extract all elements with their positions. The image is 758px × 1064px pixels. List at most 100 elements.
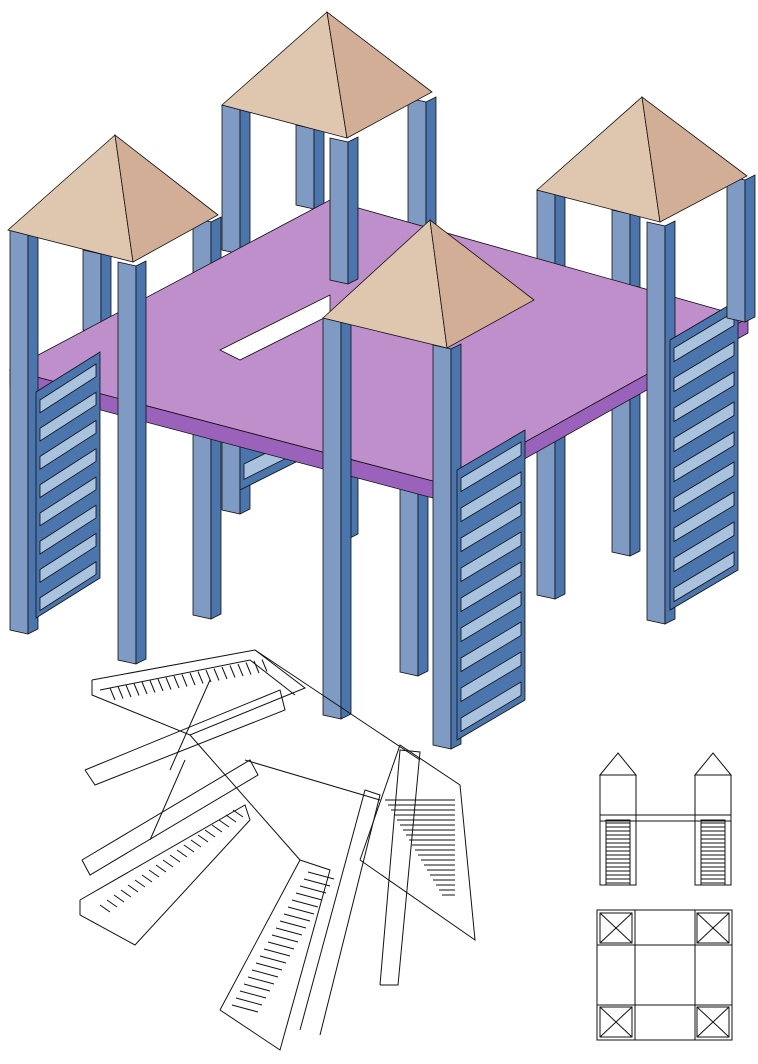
wire-step xyxy=(235,997,263,1006)
wireframe-edge xyxy=(254,649,421,761)
wire-step xyxy=(176,849,188,858)
wire-step xyxy=(173,675,180,689)
column-side xyxy=(425,96,437,240)
wireframe-edge xyxy=(149,759,186,841)
wireframe-stairs xyxy=(79,649,476,1051)
wire-step xyxy=(255,962,283,971)
column-front xyxy=(295,124,315,210)
wire-step xyxy=(299,885,327,894)
tower-footprint xyxy=(599,912,633,944)
wire-step xyxy=(225,814,237,823)
stair-tread xyxy=(39,391,97,442)
stair-tread xyxy=(460,441,522,493)
roof-right-face xyxy=(114,134,219,263)
wire-step xyxy=(113,894,125,903)
wireframe-edge xyxy=(84,689,286,786)
wire-step xyxy=(283,913,311,922)
stair-tread xyxy=(460,651,522,703)
wire-step xyxy=(165,677,172,690)
wire-step xyxy=(275,927,303,936)
column-front xyxy=(9,229,29,635)
wire-step xyxy=(303,878,331,887)
stair-tread xyxy=(39,504,97,555)
column-front xyxy=(646,221,666,625)
wire-step xyxy=(261,659,268,672)
stair-tread xyxy=(673,401,735,453)
wire-step xyxy=(189,672,196,686)
wireframe-edge xyxy=(244,759,381,801)
stair-tread xyxy=(673,491,735,543)
front-layer xyxy=(9,136,756,750)
wire-step xyxy=(197,671,204,684)
column-side xyxy=(135,260,147,665)
wireframe-edge xyxy=(91,649,306,736)
wire-step xyxy=(148,869,160,878)
wire-step xyxy=(245,662,252,675)
column-front xyxy=(117,261,137,665)
wire-step xyxy=(125,684,132,698)
column-front xyxy=(407,97,427,240)
stair-tread xyxy=(460,501,522,553)
wire-step xyxy=(197,834,209,843)
wire-step xyxy=(239,990,267,999)
roof-right-face xyxy=(429,219,535,349)
wire-step xyxy=(267,941,295,950)
stair-tread xyxy=(460,471,522,523)
column-side xyxy=(340,316,352,720)
wire-step xyxy=(127,884,139,893)
wire-step xyxy=(213,668,220,681)
column-side xyxy=(347,136,359,285)
wire-step xyxy=(259,955,287,964)
stair-tread xyxy=(673,431,735,483)
stair-tread xyxy=(39,532,97,583)
column-front xyxy=(726,175,746,323)
stair-tread xyxy=(460,621,522,673)
column-front xyxy=(82,249,102,335)
wire-step xyxy=(157,678,164,692)
stair-tread xyxy=(673,551,735,603)
roof-right-face xyxy=(326,11,433,139)
stair-tread xyxy=(460,531,522,583)
wire-step xyxy=(169,854,181,863)
column-side xyxy=(744,174,756,323)
wire-step xyxy=(237,663,244,677)
column-side xyxy=(239,103,251,255)
wireframe-edge xyxy=(299,789,381,1036)
wire-step xyxy=(221,666,228,680)
cross-line xyxy=(696,912,730,944)
wireframe-edge xyxy=(79,804,251,946)
stair-tread xyxy=(460,561,522,613)
cross-line xyxy=(599,1006,633,1038)
stair-tread xyxy=(673,461,735,513)
wire-step xyxy=(120,889,132,898)
roof-right-face xyxy=(641,96,748,223)
column-front xyxy=(221,104,241,255)
wire-step xyxy=(295,892,323,901)
wire-step xyxy=(287,906,315,915)
wireframe-edge xyxy=(99,659,296,696)
tower-footprint xyxy=(696,1006,730,1038)
wire-step xyxy=(271,934,299,943)
wire-step xyxy=(229,665,236,678)
wire-step xyxy=(149,680,156,693)
wire-step xyxy=(109,687,116,701)
wire-step xyxy=(133,683,140,696)
roofs xyxy=(7,11,748,349)
wire-step xyxy=(162,859,174,868)
plan-view xyxy=(596,909,733,1041)
wire-step xyxy=(117,686,124,699)
stair-tread xyxy=(673,521,735,573)
stair-tread xyxy=(39,448,97,499)
tower-outline xyxy=(694,774,732,886)
wire-step xyxy=(99,904,111,913)
wire-step xyxy=(253,660,260,674)
wire-step xyxy=(181,674,188,687)
wire-step xyxy=(205,669,212,683)
wire-step xyxy=(251,969,279,978)
stair-tread xyxy=(673,371,735,423)
wire-step xyxy=(243,983,271,992)
plan-outline xyxy=(596,909,733,1041)
wire-step xyxy=(183,844,195,853)
stair-tread xyxy=(39,363,97,414)
